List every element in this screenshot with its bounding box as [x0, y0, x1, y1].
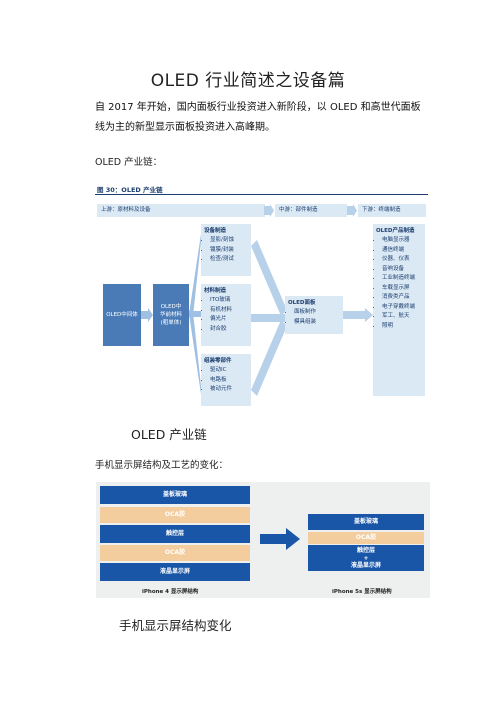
- equipment-item: 显影/刻蚀: [210, 236, 251, 246]
- materials-item: 有机材料: [210, 306, 251, 316]
- flow-arrow-icon: [343, 308, 373, 322]
- panel-item: 模具组装: [294, 318, 343, 328]
- layer-cover-glass: 盖板玻璃: [100, 486, 250, 504]
- products-title: OLED产品制造: [376, 228, 415, 234]
- equipment-item: 镀膜/封装: [210, 246, 251, 256]
- layer-oca: OCA胶: [100, 545, 250, 561]
- figure2-caption: 手机显示屏结构变化: [119, 618, 232, 633]
- plus-label: +: [363, 554, 369, 562]
- converge-arrows-icon: [251, 240, 287, 396]
- product-item: 音响设备: [382, 265, 425, 275]
- components-item: 被动元件: [210, 385, 251, 395]
- flow-arrow-icon: [141, 308, 153, 322]
- material-box: OLED中 华前材料 (粗单体): [153, 284, 189, 346]
- equipment-group: 设备制造 显影/刻蚀 镀膜/封装 检查/测试: [201, 224, 251, 276]
- stage-midstream: 中游：部件制造: [275, 204, 347, 217]
- stage-upstream: 上游：原材料及设备: [97, 204, 265, 217]
- figure1-caption: OLED 产业链: [131, 427, 207, 442]
- layer-oca: OCA胶: [100, 507, 250, 523]
- figure-title: 图 30：OLED 产业链: [97, 186, 163, 194]
- panel-box: OLED面板 面板制作 模具组装: [285, 296, 343, 334]
- panel-item: 面板制作: [294, 308, 343, 318]
- page-title: OLED 行业简述之设备篇: [150, 71, 346, 91]
- screen-structure-label: 手机显示屏结构及工艺的变化：: [95, 460, 229, 471]
- touch-label: 触控层: [356, 547, 375, 554]
- materials-title: 材料制造: [204, 288, 227, 294]
- materials-item: ITO玻璃: [210, 296, 251, 306]
- product-item: 工业制造终端: [382, 274, 425, 284]
- layer-cover-glass: 盖板玻璃: [308, 514, 424, 530]
- equipment-item: 检查/测试: [210, 255, 251, 265]
- layer-lcd: 液晶显示屏: [100, 563, 250, 581]
- materials-item: 偏光片: [210, 315, 251, 325]
- figure-rule: [95, 194, 428, 195]
- oled-chain-figure: 图 30：OLED 产业链 上游：原材料及设备 中游：部件制造 下游：终端制造 …: [95, 180, 428, 408]
- product-item: 消费类产品: [382, 293, 425, 303]
- screen-structure-figure: 盖板玻璃 OCA胶 触控层 OCA胶 液晶显示屏 iPhone 4 显示屏结构 …: [96, 482, 430, 598]
- components-group: 组装零部件 驱动IC 电路板 被动元件: [201, 354, 251, 406]
- product-item: 军工、航天: [382, 312, 425, 322]
- products-box: OLED产品制造 电脑显示器 通信终端 仪器、仪表 音响设备 工业制造终端 车载…: [373, 224, 425, 396]
- left-structure-caption: iPhone 4 显示屏结构: [142, 589, 199, 595]
- materials-item: 封合胶: [210, 325, 251, 335]
- components-item: 驱动IC: [210, 366, 251, 376]
- product-item: 通信终端: [382, 246, 425, 256]
- materials-group: 材料制造 ITO玻璃 有机材料 偏光片 封合胶: [201, 284, 251, 346]
- product-item: 车载显示屏: [382, 284, 425, 294]
- product-item: 电脑显示器: [382, 236, 425, 246]
- stage-arrow-icon: [347, 204, 357, 217]
- chain-label: OLED 产业链：: [95, 157, 163, 168]
- stage-downstream: 下游：终端制造: [358, 204, 426, 217]
- layer-touch-lcd: 触控层 + 液晶显示屏: [308, 545, 424, 571]
- branch-arrows-icon: [189, 234, 201, 394]
- lcd-label: 液晶显示屏: [350, 562, 381, 569]
- intro-line-2: 线为主的新型显示面板投资进入高峰期。: [95, 122, 275, 133]
- source-box: OLED中间体: [103, 284, 141, 346]
- intro-line-1: 自 2017 年开始，国内面板行业投资进入新阶段，以 OLED 和高世代面板: [95, 102, 421, 113]
- panel-title: OLED面板: [288, 300, 316, 306]
- product-item: 电子穿戴终端: [382, 303, 425, 313]
- product-item: 照明: [382, 322, 425, 332]
- stage-arrow-icon: [264, 204, 274, 217]
- layer-oca: OCA胶: [308, 532, 424, 544]
- right-arrow-icon: [260, 528, 300, 550]
- product-item: 仪器、仪表: [382, 255, 425, 265]
- components-item: 电路板: [210, 376, 251, 386]
- components-title: 组装零部件: [204, 358, 232, 364]
- equipment-title: 设备制造: [204, 228, 227, 234]
- right-structure-caption: iPhone 5s 显示屏结构: [332, 589, 392, 595]
- layer-touch: 触控层: [100, 525, 250, 543]
